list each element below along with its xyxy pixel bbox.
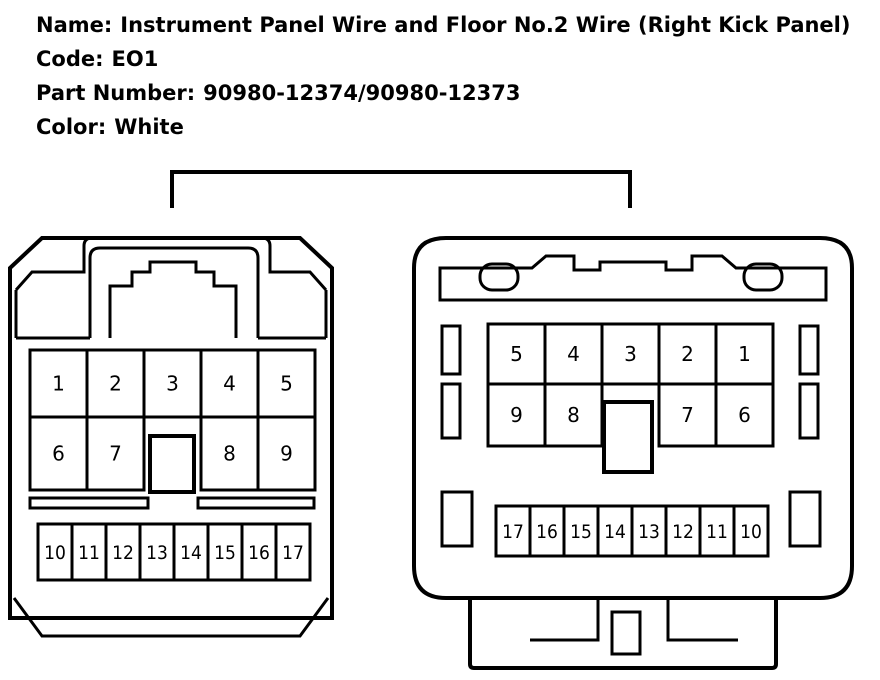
right-latch-left [478, 262, 520, 292]
right-pin-8: 8 [567, 403, 580, 427]
left-pin-10: 10 [44, 542, 66, 564]
left-pin-16: 16 [248, 542, 270, 564]
left-bar-right [196, 496, 316, 510]
part-number-label: Part Number: [36, 81, 196, 105]
right-pin-9: 9 [510, 403, 523, 427]
name-label: Name: [36, 13, 113, 37]
right-side-slot-l2 [440, 382, 462, 440]
left-pin-1: 1 [52, 372, 65, 396]
left-bar-left [28, 496, 150, 510]
left-row2-cell-4 [256, 415, 317, 492]
right-pin-4: 4 [567, 342, 580, 366]
left-pin-6: 6 [52, 442, 65, 466]
left-pin-5: 5 [280, 372, 293, 396]
left-pin-12: 12 [112, 542, 134, 564]
name-line: Name: Instrument Panel Wire and Floor No.… [36, 8, 850, 42]
right-row2-cell-1 [543, 382, 604, 448]
left-lock-tab [88, 246, 260, 338]
left-pin-2: 2 [109, 372, 122, 396]
right-pin-14: 14 [604, 521, 626, 543]
left-pin-9: 9 [280, 442, 293, 466]
connector-info: Name: Instrument Panel Wire and Floor No.… [36, 8, 850, 144]
right-connector-body [412, 236, 854, 600]
left-connector-inner-outline [14, 236, 93, 291]
right-side-slot-r1 [798, 324, 820, 376]
left-key-slot [148, 434, 196, 494]
right-key-slot [602, 400, 654, 474]
color-line: Color: White [36, 110, 850, 144]
left-pin-17: 17 [282, 542, 304, 564]
right-latch-right [742, 262, 784, 292]
left-pin-3: 3 [166, 372, 179, 396]
right-side-slot-r3 [788, 490, 822, 548]
right-lock-tab [468, 598, 778, 670]
right-pin-1: 1 [738, 342, 751, 366]
left-connector-inner-outline-right [261, 236, 328, 291]
right-pin-11: 11 [706, 521, 728, 543]
left-row2-cell-1 [85, 415, 146, 492]
left-pin-8: 8 [223, 442, 236, 466]
left-row3-cell-7 [274, 522, 312, 582]
right-pin-5: 5 [510, 342, 523, 366]
code-line: Code: EO1 [36, 42, 850, 76]
code-label: Code: [36, 47, 104, 71]
left-connector [8, 236, 334, 638]
right-pin-2: 2 [681, 342, 694, 366]
right-pin-10: 10 [740, 521, 762, 543]
right-row2-cell-4 [714, 382, 775, 448]
right-side-slot-r2 [798, 382, 820, 440]
color-value: White [114, 115, 184, 139]
left-pin-13: 13 [146, 542, 168, 564]
left-connector-body [8, 236, 334, 620]
left-pin-11: 11 [78, 542, 100, 564]
left-pin-7: 7 [109, 442, 122, 466]
left-pin-4: 4 [223, 372, 236, 396]
right-pin-7: 7 [681, 403, 694, 427]
left-pin-15: 15 [214, 542, 236, 564]
name-value: Instrument Panel Wire and Floor No.2 Wir… [120, 13, 851, 37]
pairing-bracket [170, 170, 632, 208]
color-label: Color: [36, 115, 107, 139]
right-lock-tab-inner [530, 596, 738, 642]
right-connector [412, 236, 854, 670]
code-value: EO1 [111, 47, 159, 71]
right-side-slot-l3 [440, 490, 474, 548]
right-pin-16: 16 [536, 521, 558, 543]
part-number-value: 90980-12374/90980-12373 [203, 81, 521, 105]
left-pin-14: 14 [180, 542, 202, 564]
right-pin-6: 6 [738, 403, 751, 427]
right-row3-cell-7 [732, 504, 770, 558]
right-pin-grid: 5 4 3 2 1 9 8 7 6 17 16 15 14 13 12 11 10 [486, 322, 775, 558]
left-bottom-edge [12, 597, 330, 638]
right-pin-17: 17 [502, 521, 524, 543]
right-side-slot-l1 [440, 324, 462, 376]
right-lock-button [610, 610, 642, 656]
left-lock-inner [108, 260, 238, 338]
right-pin-13: 13 [638, 521, 660, 543]
right-connector-inner [438, 254, 828, 302]
right-pin-12: 12 [672, 521, 694, 543]
right-pin-3: 3 [624, 342, 637, 366]
part-number-line: Part Number: 90980-12374/90980-12373 [36, 76, 850, 110]
right-pin-15: 15 [570, 521, 592, 543]
